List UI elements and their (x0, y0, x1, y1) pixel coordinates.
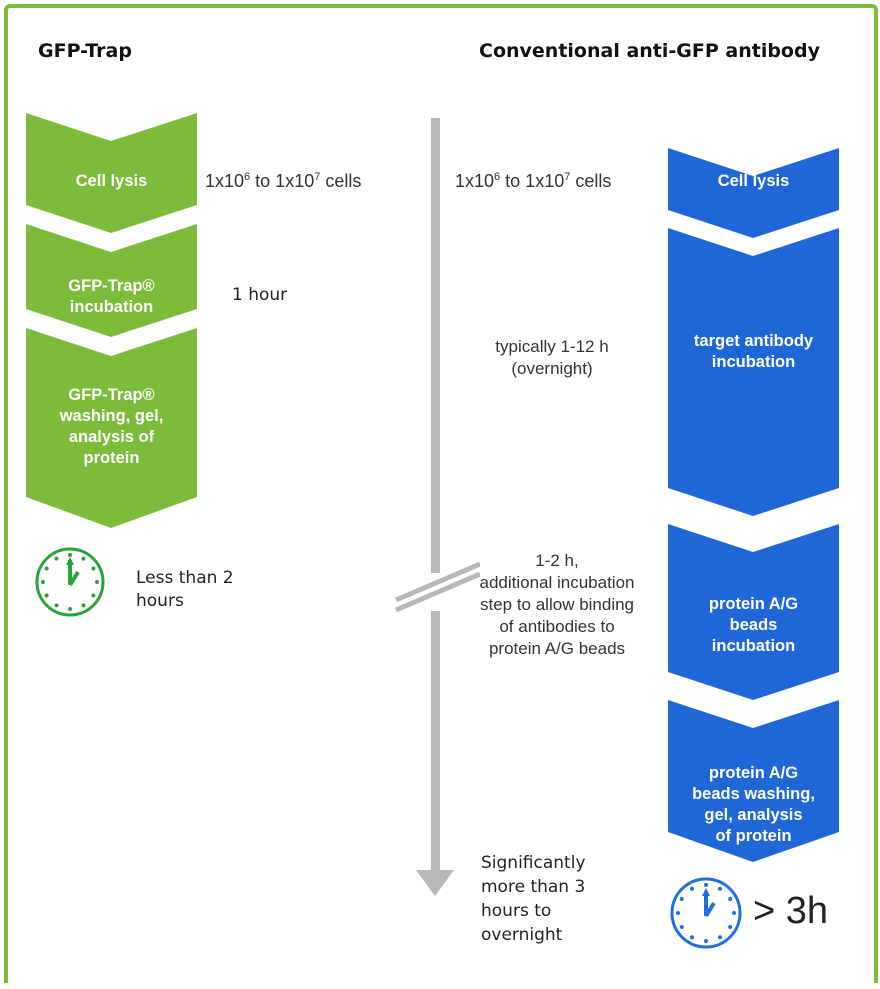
step-cell-lysis-chevron (26, 113, 197, 233)
figure-frame (4, 4, 878, 983)
clock-icon (670, 877, 742, 949)
typical-duration-text: typically 1-12 h(overnight) (495, 337, 609, 378)
break-mark-icon (395, 561, 480, 603)
down-arrow-icon (416, 870, 454, 896)
conventional-workflow (668, 148, 839, 862)
step-gfp-trap-washing-chevron (26, 328, 197, 528)
gfp-trap-workflow (26, 113, 197, 528)
clock-icon (35, 547, 105, 617)
step-beads-washing-chevron (668, 700, 839, 862)
step-beads-incubation-chevron (668, 524, 839, 700)
timeline-bar (431, 118, 440, 870)
left-step-2-label: GFP-Trap®incubation (68, 277, 155, 316)
left-step-1-label: Cell lysis (75, 172, 148, 190)
cells-right-text: 1x106 to 1x107 cells (455, 171, 612, 191)
gfp-trap-heading: GFP-Trap (38, 40, 132, 62)
conventional-antibody-heading: Conventional anti-GFP antibody (479, 40, 820, 62)
right-step-1-label: Cell lysis (717, 172, 790, 190)
one-hour-text: 1 hour (232, 285, 288, 305)
timeline (395, 118, 480, 896)
step-gfp-trap-incubation-chevron (26, 224, 197, 337)
cells-left-text: 1x106 to 1x107 cells (205, 171, 362, 191)
step-antibody-incubation-chevron (668, 228, 839, 516)
step-cell-lysis-chevron (668, 148, 839, 238)
greater-than-3h-text: > 3h (753, 890, 829, 932)
